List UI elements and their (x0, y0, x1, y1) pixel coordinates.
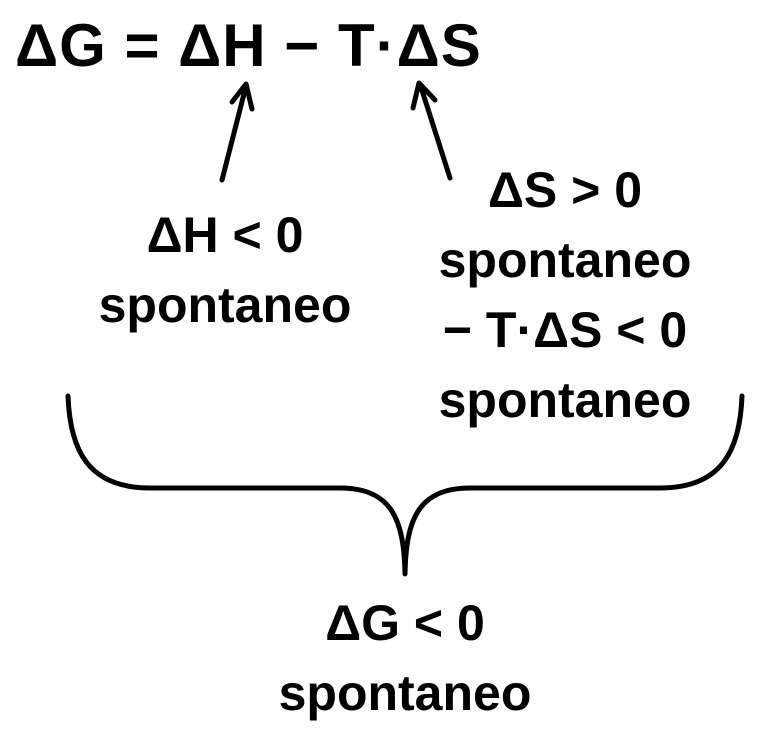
result-condition: ΔG < 0 (325, 595, 485, 651)
entropy-note: ΔS > 0 spontaneo − T·ΔS < 0 spontaneo (405, 155, 725, 435)
result-label: spontaneo (278, 665, 532, 721)
enthalpy-note: ΔH < 0 spontaneo (70, 200, 380, 340)
result-note: ΔG < 0 spontaneo (250, 588, 560, 728)
entropy-term-label: spontaneo (438, 372, 692, 428)
summary-brace (65, 393, 745, 577)
entropy-condition: ΔS > 0 (487, 162, 643, 218)
enthalpy-label: spontaneo (98, 277, 352, 333)
entropy-label: spontaneo (438, 232, 692, 288)
entropy-term-condition: − T·ΔS < 0 (442, 302, 688, 358)
entropy-arrow (410, 80, 453, 181)
enthalpy-condition: ΔH < 0 (146, 207, 304, 263)
enthalpy-arrow (219, 81, 255, 183)
gibbs-equation: ΔG = ΔH − T·ΔS (15, 12, 482, 79)
